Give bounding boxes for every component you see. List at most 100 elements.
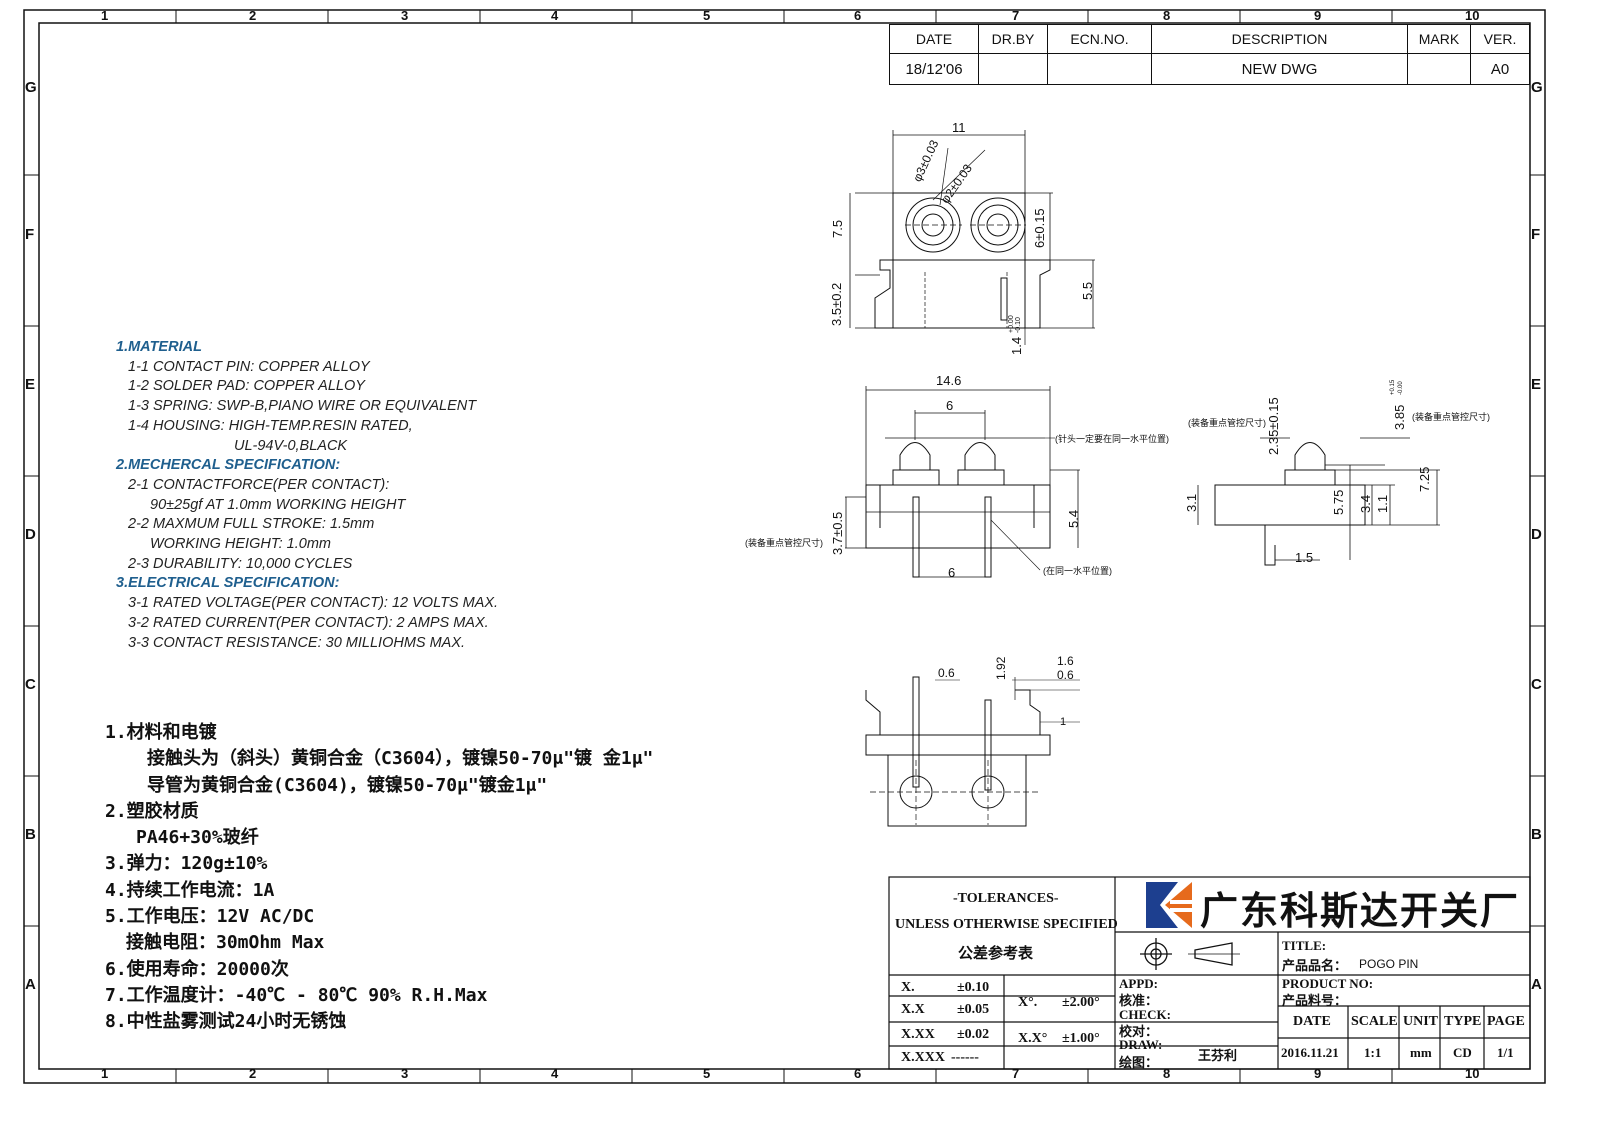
dim-front-pitch-bottom: 6 (948, 565, 956, 580)
grid-col-top: 9 (1314, 8, 1322, 23)
dim-top-pin-tol-dn: -0.10 (1015, 317, 1022, 333)
company-logo (1146, 882, 1194, 928)
rev-header-drby: DR.BY (978, 24, 1048, 54)
spec-cn-line: 接触头为（斜头）黄铜合金（C3604），镀镍50-70μ"镀 金1μ" (147, 748, 654, 770)
tolerances-title: -TOLERANCES- (953, 891, 1059, 906)
grid-col-bottom: 9 (1314, 1066, 1322, 1081)
check-label: CHECK: (1119, 1007, 1171, 1022)
spec-cn-line: PA46+30%玻纤 (136, 827, 259, 849)
tb-val-date: 2016.11.21 (1281, 1045, 1339, 1060)
spec-cn-line: 4.持续工作电流：1A (105, 879, 275, 901)
note-control-side-left: (装备重点管控尺寸) (1188, 418, 1266, 428)
spec-en-line: 2-3 DURABILITY: 10,000 CYCLES (128, 555, 353, 572)
tolerances-cn: 公差参考表 (958, 946, 1034, 962)
revision-table: DATE DR.BY ECN.NO. DESCRIPTION MARK VER.… (889, 24, 1530, 85)
appd-label: APPD: (1119, 976, 1158, 991)
grid-col-bottom: 6 (854, 1066, 862, 1081)
tb-val-unit: mm (1410, 1045, 1432, 1060)
tol-angle-1-value: ±2.00° (1062, 995, 1100, 1010)
spec-en-line: 3-1 RATED VOLTAGE(PER CONTACT): 12 VOLTS… (128, 595, 499, 612)
tol-row-4-label: X.XXX (901, 1050, 945, 1065)
tol-row-2-value: ±0.05 (957, 1002, 990, 1017)
rev-header-ecn: ECN.NO. (1047, 24, 1152, 54)
spec-cn-line: 5.工作电压：12V AC/DC (105, 906, 315, 928)
grid-col-top: 2 (249, 8, 257, 23)
dim-side-d7: 7.25 (1417, 466, 1432, 492)
dim-top-h2: 6±0.15 (1032, 208, 1047, 248)
dim-top-pin: 1.4 (1009, 336, 1024, 355)
tb-val-scale: 1:1 (1364, 1045, 1382, 1060)
dim-side-d4: 5.75 (1331, 489, 1346, 515)
tb-col-scale: SCALE (1351, 1014, 1398, 1029)
grid-col-bottom: 3 (401, 1066, 409, 1081)
side-view (1197, 437, 1440, 566)
grid-col-top: 8 (1163, 8, 1171, 23)
grid-row-right: C (1531, 676, 1542, 693)
note-control-front: (装备重点管控尺寸) (745, 538, 823, 548)
spec-cn-line: 6.使用寿命：20000次 (105, 958, 289, 980)
dim-top-width: 11 (952, 120, 966, 135)
spec-cn-line: 导管为黄铜合金(C3604)，镀镍50-70μ"镀金1μ" (147, 774, 548, 796)
grid-col-top: 4 (551, 8, 559, 23)
spec-cn-line: 接触电阻：30mOhm Max (126, 932, 325, 954)
spec-en-line: UL-94V-0,BLACK (234, 437, 348, 454)
tol-angle-2-label: X.X° (1018, 1031, 1048, 1046)
appd-cn: 核准： (1119, 993, 1159, 1008)
tolerances-subtitle: UNLESS OTHERWISE SPECIFIED (895, 917, 1118, 932)
title-block-lines (888, 876, 1531, 1070)
dim-front-pitch: 6 (946, 398, 954, 413)
dim-side-d3: 3.1 (1184, 493, 1199, 512)
product-name-label: 产品品名： (1282, 958, 1348, 973)
product-no-cn: 产品料号： (1282, 993, 1348, 1008)
bottom-view (865, 676, 1080, 827)
tb-col-type: TYPE (1444, 1014, 1482, 1029)
grid-col-top: 6 (854, 8, 862, 23)
company-name: 广东科斯达开关厂 (1200, 889, 1521, 933)
spec-en-line: 2.MECHERCAL SPECIFICATION: (116, 457, 341, 474)
spec-en-line: 3-3 CONTACT RESISTANCE: 30 MILLIOHMS MAX… (128, 634, 466, 651)
spec-en-line: 1.MATERIAL (116, 339, 202, 355)
spec-cn-line: 2.塑胶材质 (105, 800, 199, 822)
grid-col-bottom: 2 (249, 1066, 257, 1081)
grid-row-left: F (25, 226, 35, 243)
grid-col-top: 5 (703, 8, 711, 23)
dim-side-d2-tol-dn: -0.00 (1398, 381, 1404, 395)
tol-angle-2-value: ±1.00° (1062, 1031, 1100, 1046)
drawer-name: 王芬利 (1198, 1048, 1238, 1063)
grid-row-right: E (1531, 376, 1542, 393)
grid-col-bottom: 7 (1012, 1066, 1020, 1081)
draw-label: DRAW: (1119, 1037, 1163, 1052)
dim-top-pin-tol-up: +0.00 (1008, 315, 1015, 333)
projection-symbol-icon (1140, 938, 1240, 970)
dim-bottom-d4: 0.6 (1057, 668, 1074, 682)
grid-row-right: B (1531, 826, 1542, 843)
rev-date: 18/12'06 (889, 53, 979, 85)
revision-header-row: DATE DR.BY ECN.NO. DESCRIPTION MARK VER. (889, 24, 1530, 54)
grid-col-bottom: 4 (551, 1066, 559, 1081)
tb-col-unit: UNIT (1403, 1014, 1439, 1029)
dim-bottom-d3: 1.6 (1057, 654, 1074, 668)
dim-side-d1: 2.35±0.15 (1266, 397, 1281, 455)
grid-row-right: G (1531, 79, 1543, 96)
spec-en-line: 2-2 MAXMUM FULL STROKE: 1.5mm (128, 516, 375, 533)
rev-header-date: DATE (889, 24, 979, 54)
dim-front-h1: 3.7±0.5 (830, 511, 845, 555)
spec-cn-line: 8.中性盐雾测试24小时无锈蚀 (105, 1011, 347, 1033)
spec-en-line: 3.ELECTRICAL SPECIFICATION: (116, 575, 340, 592)
grid-row-left: B (25, 826, 36, 843)
note-same-level: (在同一水平位置) (1043, 566, 1112, 576)
product-no-label: PRODUCT NO: (1282, 976, 1374, 991)
tb-val-page: 1/1 (1497, 1045, 1514, 1060)
grid-col-top: 7 (1012, 8, 1020, 23)
grid-row-right: A (1531, 976, 1542, 993)
grid-col-top: 10 (1465, 8, 1480, 23)
rev-description: NEW DWG (1151, 53, 1408, 85)
grid-col-bottom: 1 (101, 1066, 109, 1081)
title-label: TITLE: (1282, 938, 1327, 953)
check-cn: 校对： (1119, 1024, 1159, 1039)
note-control-side-right: (装备重点管控尺寸) (1412, 412, 1490, 422)
rev-ver: A0 (1470, 53, 1530, 85)
